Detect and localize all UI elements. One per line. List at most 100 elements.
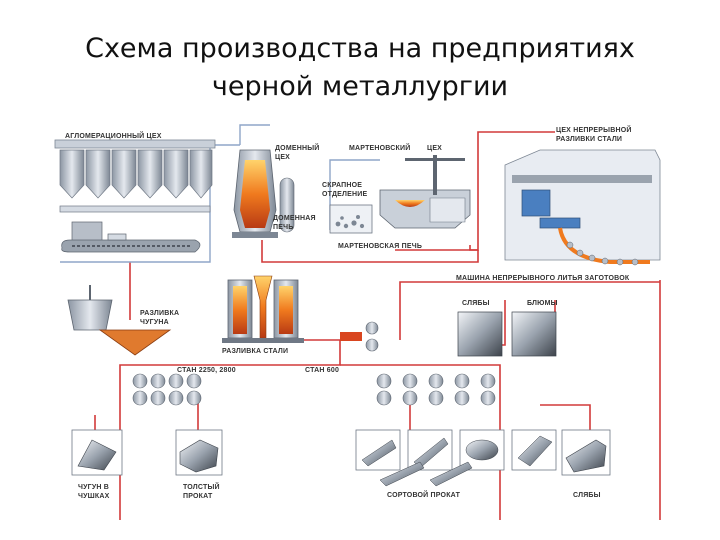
flow-line-ccm-to-products: [399, 281, 660, 340]
flow-line-bottom-slab: [540, 404, 591, 430]
plate-label-line-2: ПРОКАТ: [183, 493, 213, 500]
ccm-ladle: [521, 189, 551, 217]
openhearth-charging-beam: [405, 158, 465, 161]
slab-product-image: [457, 311, 503, 357]
pig-iron-label-line-2: ЧУШКАХ: [78, 493, 110, 500]
blooming-roll-bottom: [365, 338, 379, 352]
mill-roll: [402, 390, 418, 406]
section-product-rails: [379, 461, 473, 487]
ingot-base: [222, 338, 304, 343]
openhearth-bath: [395, 200, 425, 207]
ccm-crane: [512, 175, 652, 183]
section-product-round: [465, 439, 499, 461]
semi-products: СЛЯБЫ БЛЮМЫ: [457, 300, 558, 357]
openhearth-charging-crane: [433, 155, 437, 195]
sinter-machine-fan: [107, 233, 127, 241]
ccm-tundish: [539, 217, 581, 229]
blast-furnace: ДОМЕННЫЙ ЦЕХ ДОМЕННАЯ ПЕЧЬ: [232, 143, 320, 238]
heated-ingot: [340, 332, 362, 341]
scrap-label-line-2: ОТДЕЛЕНИЕ: [322, 191, 367, 198]
scrap-pieces: [335, 215, 365, 229]
slide-title-line-2: черной металлургии: [211, 71, 509, 102]
section-product-angle: [361, 439, 397, 467]
bloom-product-image: [511, 311, 557, 357]
mill-roll: [132, 390, 148, 406]
scrap-label-line-1: СКРАПНОЕ: [322, 182, 362, 189]
plate-product-image: [179, 439, 219, 473]
mill-2250: СТАН 2250, 2800: [132, 367, 236, 406]
openhearth-furnace-label: МАРТЕНОВСКАЯ ПЕЧЬ: [338, 243, 422, 250]
pig-casting-label-line-2: ЧУГУНА: [140, 319, 169, 326]
mill-600-label: СТАН 600: [305, 367, 339, 374]
openhearth-shop-label-line-2: ЦЕХ: [427, 145, 442, 152]
blooms-label: БЛЮМЫ: [527, 300, 558, 307]
sinter-bunker: [59, 149, 85, 199]
mill-roll: [150, 390, 166, 406]
mill-roll: [376, 373, 392, 389]
sinter-bunker: [163, 149, 189, 199]
sinter-bunkers: [59, 149, 213, 199]
mill-roll: [454, 373, 470, 389]
ccm-shop: ЦЕХ НЕПРЕРЫВНОЙ РАЗЛИВКИ СТАЛИ МАШИНА НЕ…: [456, 125, 661, 282]
sinter-bunker: [85, 149, 111, 199]
ingot-metal: [233, 286, 247, 334]
casting-funnel: [253, 275, 273, 339]
ccm-machine-label: МАШИНА НЕПРЕРЫВНОГО ЛИТЬЯ ЗАГОТОВОК: [456, 275, 630, 282]
blast-furnace-base: [232, 232, 278, 238]
mill-roll: [480, 390, 496, 406]
pig-casting-machine: [98, 329, 172, 356]
sinter-shop-frame: [54, 139, 216, 149]
mill-roll: [454, 390, 470, 406]
sinter-bunker: [189, 149, 213, 199]
products: ЧУГУН В ЧУШКАХ ТОЛСТЫЙ ПРОКАТ СОРТОВОЙ П…: [71, 429, 611, 500]
slab-bottom-product-image: [565, 439, 607, 473]
section-label: СОРТОВОЙ ПРОКАТ: [387, 490, 461, 499]
mill-roll: [132, 373, 148, 389]
ccm-shop-label-line-1: ЦЕХ НЕПРЕРЫВНОЙ: [556, 125, 632, 134]
slabs-top-label: СЛЯБЫ: [462, 300, 490, 307]
sinter-machine-belt: [61, 239, 201, 253]
mill-roll: [150, 373, 166, 389]
sinter-shop: АГЛОМЕРАЦИОННЫЙ ЦЕХ: [54, 131, 216, 253]
mill-roll: [168, 373, 184, 389]
pig-iron-product-image: [77, 439, 117, 471]
slide-title-line-1: Схема производства на предприятиях: [85, 33, 635, 64]
ccm-shop-label-line-2: РАЗЛИВКИ СТАЛИ: [556, 136, 622, 143]
openhearth-shop: МАРТЕНОВСКИЙ ЦЕХ СКРАПНОЕ ОТДЕЛЕНИЕ МАРТ…: [322, 143, 471, 250]
blast-shop-label-line-2: ЦЕХ: [275, 154, 290, 161]
ingot-metal: [279, 286, 293, 334]
blast-furnace-label-line-2: ПЕЧЬ: [273, 224, 293, 231]
openhearth-regenerator: [429, 197, 466, 223]
sinter-bunker: [111, 149, 137, 199]
mill-roll: [402, 373, 418, 389]
scrap-bin: [329, 204, 373, 234]
ccm-rollers: [566, 241, 639, 266]
mill-roll: [376, 390, 392, 406]
pig-casting-label-line-1: РАЗЛИВКА: [140, 310, 179, 317]
blast-furnace-label-line-1: ДОМЕННАЯ: [273, 215, 316, 222]
section-product-square: [517, 435, 553, 467]
supply-line-blast-top: [239, 124, 270, 145]
steel-casting: РАЗЛИВКА СТАЛИ: [222, 275, 379, 355]
flow-line-blast-to-casting: [261, 240, 479, 263]
sinter-conveyor: [59, 205, 211, 213]
openhearth-shop-label-line-1: МАРТЕНОВСКИЙ: [349, 143, 411, 152]
mill-roll: [186, 390, 202, 406]
slabs-bottom-label: СЛЯБЫ: [573, 492, 601, 499]
blast-shop-label-line-1: ДОМЕННЫЙ: [275, 143, 320, 152]
mill-600: СТАН 600: [305, 367, 496, 406]
blast-furnace-stove: [279, 177, 295, 233]
pig-iron-label-line-1: ЧУГУН В: [78, 484, 109, 491]
mill-roll: [480, 373, 496, 389]
sinter-shop-label: АГЛОМЕРАЦИОННЫЙ ЦЕХ: [65, 131, 162, 140]
sinter-bunker: [137, 149, 163, 199]
sinter-machine: [61, 221, 201, 253]
plate-label-line-1: ТОЛСТЫЙ: [183, 482, 220, 491]
pig-casting: РАЗЛИВКА ЧУГУНА: [67, 285, 179, 356]
blooming-roll-top: [365, 321, 379, 335]
mill-roll: [428, 373, 444, 389]
supply-line-sinter-base: [60, 238, 211, 263]
blast-furnace-charge: [240, 160, 270, 228]
